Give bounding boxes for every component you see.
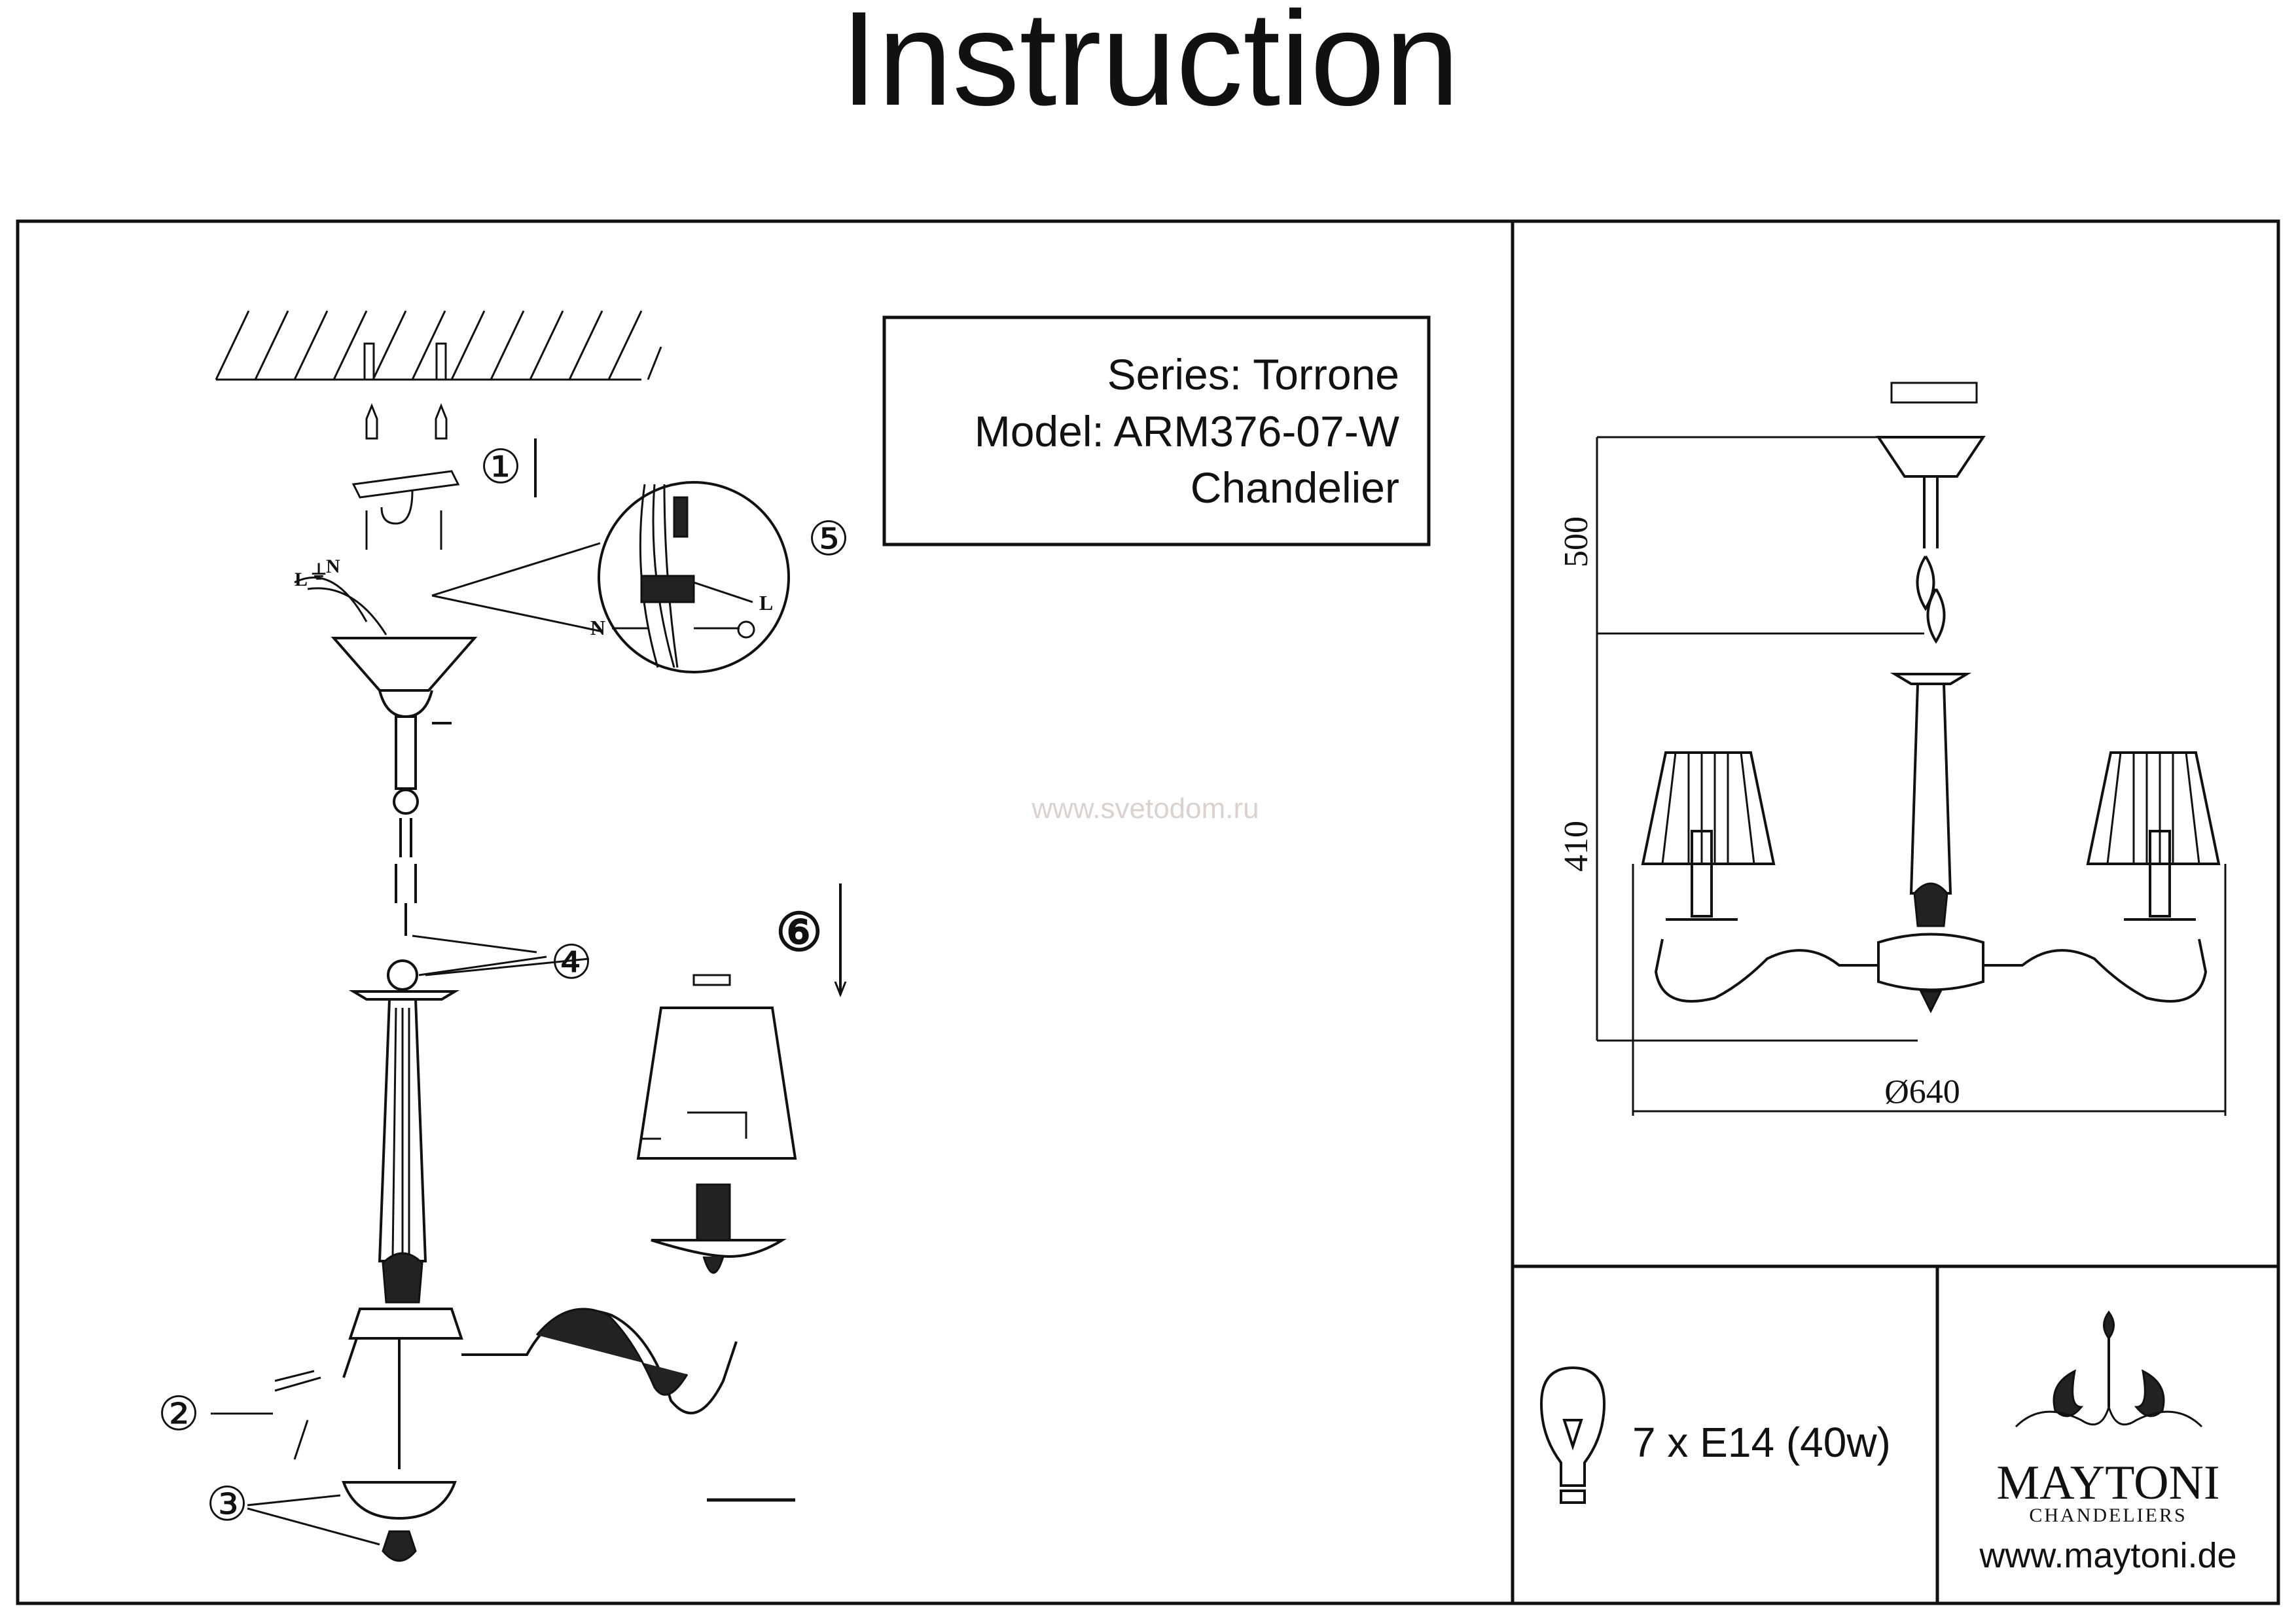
terminal-label-l: L [295,569,308,590]
step-2-marker: ② [158,1388,200,1440]
lampshade-illustration [636,883,847,1502]
dimension-height-total: 500 [1558,516,1595,567]
step-markers: ① ⑤ ④ ⑥ ② ③ [158,441,850,1546]
bulb-spec: 7 x E14 (40w) [1539,1366,1891,1504]
step-3-marker: ③ [206,1478,249,1531]
wire-label-live: L [759,591,773,615]
terminal-earth: ⏚ [309,562,329,584]
dimension-drawing: 500 410 Ø640 [1558,382,2227,1116]
dimension-diameter: Ø640 [1884,1073,1960,1111]
mounting-bracket-illustration [351,402,460,550]
step-1-marker: ① [480,441,522,493]
frame [16,219,2280,1605]
wiring-detail-illustration: L N L ⏚ N [295,481,790,673]
maytoni-logo [2015,1310,2203,1428]
type-label: Chandelier [1191,463,1399,512]
step-6-marker: ⑥ [776,904,823,962]
step-5-marker: ⑤ [808,513,850,565]
info-box: Series: Torrone Model: ARM376-07-W Chand… [882,315,1431,546]
dimension-height-body: 410 [1558,821,1595,872]
brand-tagline: CHANDELIERS [2029,1505,2187,1526]
series-label: Series: Torrone [1107,350,1399,399]
page-title: Instruction [840,0,1460,134]
ceiling-illustration [215,310,662,381]
chandelier-assembly-illustration [274,577,787,1562]
terminal-label-n: N [326,556,340,577]
light-bulb-icon [1539,1366,1606,1504]
brand-block: MAYTONI CHANDELIERS www.maytoni.de [1979,1310,2237,1575]
wire-label-neutral: N [590,616,605,639]
brand-name: MAYTONI [1996,1456,2219,1510]
brand-website-link[interactable]: www.maytoni.de [1979,1536,2236,1575]
model-label: Model: ARM376-07-W [975,407,1400,455]
bulb-spec-text: 7 x E14 (40w) [1632,1419,1891,1466]
watermark: www.svetodom.ru [1031,793,1259,825]
